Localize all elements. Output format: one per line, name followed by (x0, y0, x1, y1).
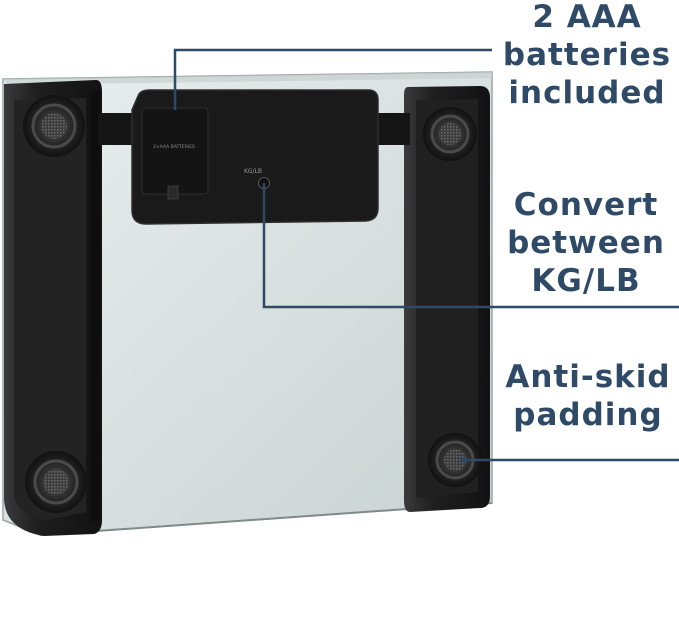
callout-batteries: 2 AAA batteries included (492, 0, 679, 112)
right-frame-strap (404, 86, 490, 512)
callout-antiskid-line-1: Anti-skid (505, 359, 671, 395)
unit-switch-label: KG/LB (244, 168, 262, 175)
battery-door (141, 107, 209, 195)
callout-convert-line-3: KG/LB (531, 263, 641, 299)
callout-batteries-line-2: batteries (502, 37, 672, 73)
leader-dot-antiskid (461, 457, 467, 463)
leader-line-convert (262, 183, 679, 309)
callout-convert-line-2: between (507, 225, 665, 261)
anti-skid-pad-top-left (23, 95, 85, 157)
left-frame-strap (4, 80, 102, 536)
callout-anti-skid: Anti-skid padding (498, 358, 678, 434)
anti-skid-pad-bottom-left (25, 451, 87, 513)
battery-housing: 2×AAA BATTERIES KG/LB (131, 89, 379, 225)
callout-convert-line-1: Convert (513, 187, 659, 223)
battery-compartment-label: 2×AAA BATTERIES (153, 144, 195, 150)
battery-latch (167, 185, 179, 200)
callout-antiskid-line-2: padding (513, 397, 663, 433)
leader-line-batteries (173, 48, 492, 110)
anti-skid-pad-top-right (423, 107, 477, 161)
anti-skid-pad-bottom-right (428, 433, 482, 487)
callout-batteries-line-1: 2 AAA (532, 0, 642, 35)
callout-convert-units: Convert between KG/LB (493, 186, 679, 300)
callout-batteries-line-3: included (508, 75, 666, 111)
